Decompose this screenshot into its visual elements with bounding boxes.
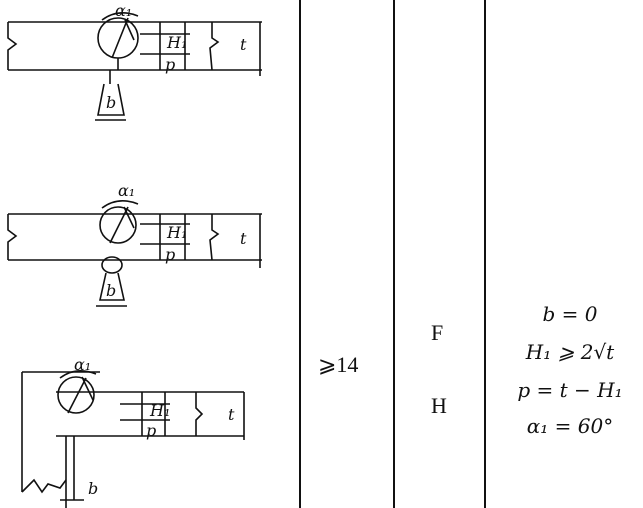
thickness-value: ⩾14 [318,352,359,377]
formula-angle: α₁ = 60° [526,414,614,438]
formula-root-face: p = t − H₁ [517,378,623,402]
diagram2-root-face-label: p [165,245,175,264]
column-divider-2 [393,0,395,508]
diagram1-angle-label: α₁ [115,1,132,20]
diagram2-angle-label: α₁ [118,181,135,200]
diagram2-gap-label: b [106,281,116,300]
diagram1-root-face-label: p [165,55,175,74]
diagram3-angle-label: α₁ [74,355,91,374]
formula-groove-depth: H₁ ⩾ 2√t [525,340,615,364]
diagram1-thickness-label: t [240,35,247,54]
diagram-butt-joint-2 [7,200,262,307]
column-divider-1 [299,0,301,508]
diagram3-gap-label: b [88,479,98,498]
diagram3-thickness-label: t [228,405,235,424]
formula-gap: b = 0 [542,302,598,326]
diagram-butt-joint-1 [7,12,262,121]
diagram3-root-face-label: p [146,421,156,440]
diagram1-depth-label: H₁ [166,33,187,52]
column-divider-3 [484,0,486,508]
diagram1-gap-label: b [106,93,116,112]
diagram3-depth-label: H₁ [149,401,170,420]
diagram-corner-joint [21,370,245,508]
position-h: H [431,393,447,418]
diagram2-depth-label: H₁ [166,223,187,242]
position-f: F [431,320,444,345]
joint-diagrams: α₁ p H₁ t b α₁ p H₁ t b [7,1,262,508]
diagram2-thickness-label: t [240,229,247,248]
